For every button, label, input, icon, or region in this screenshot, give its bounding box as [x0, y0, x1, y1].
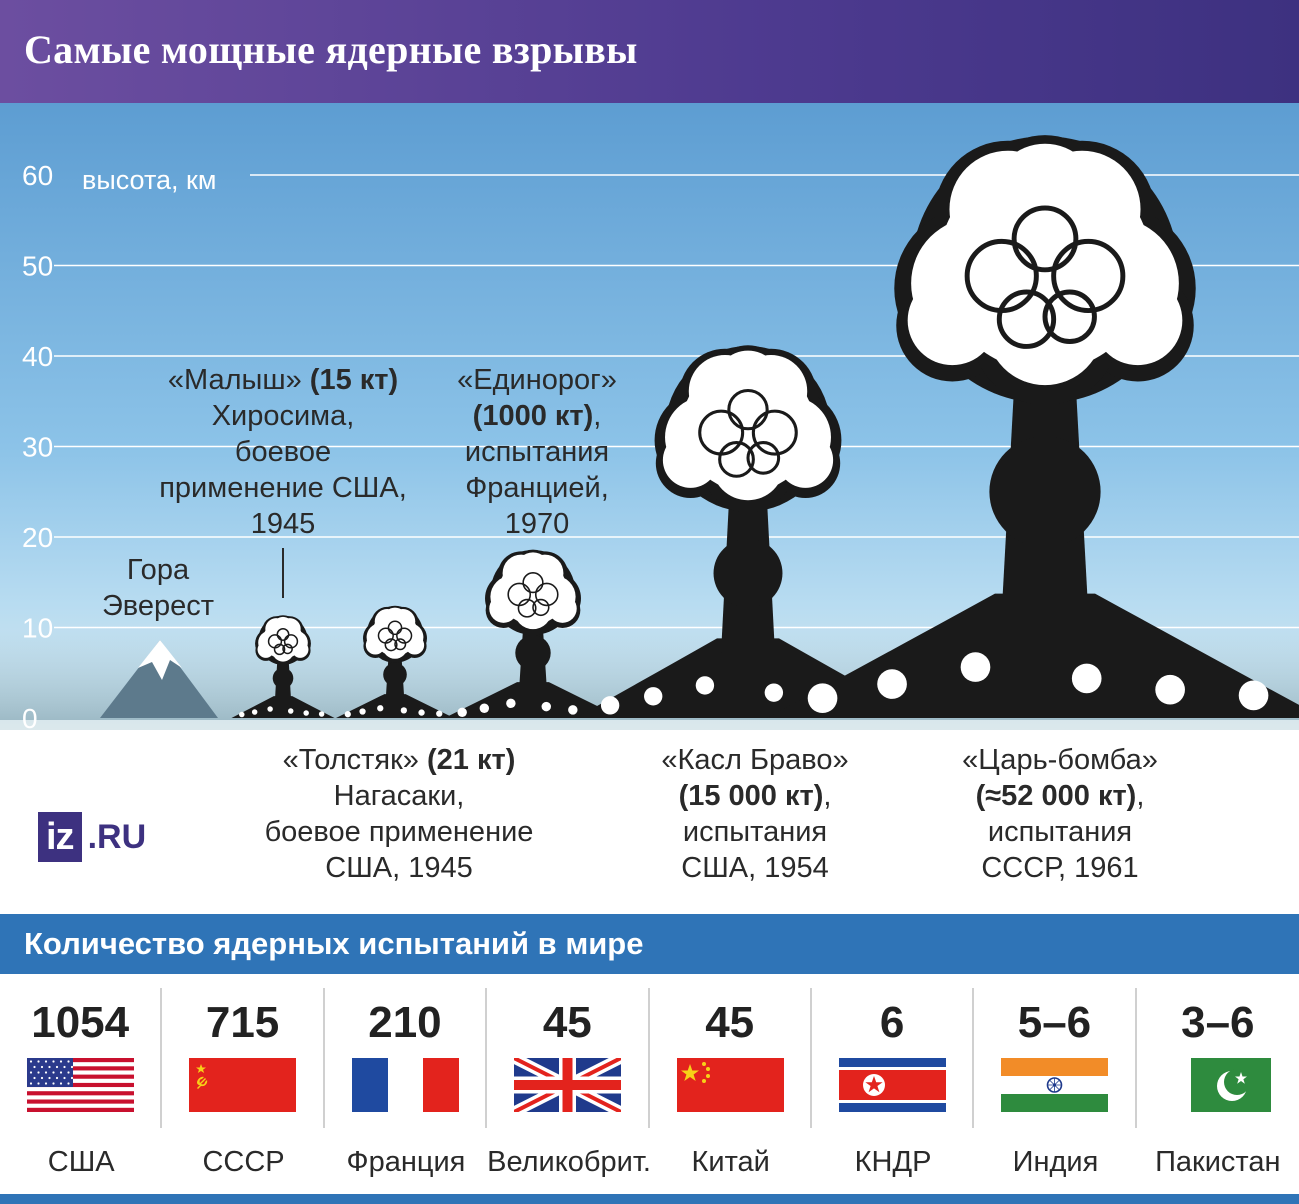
malysh-name: «Малыш»: [167, 364, 310, 396]
test-count: 45: [542, 998, 592, 1047]
tsar-caption: «Царь-бомба» (≈52 000 кт), испытания ССС…: [935, 742, 1185, 886]
malysh-caption-line: применение США,: [159, 472, 407, 504]
tolstyak-cloud: [335, 605, 455, 718]
y-tick-label: 30: [22, 432, 53, 463]
tsar-yield: (≈52 000 кт): [975, 780, 1137, 812]
tests-title: Количество ядерных испытаний в мире: [24, 926, 644, 961]
country-label: Франция: [346, 1146, 466, 1178]
logo-iz: iz: [38, 812, 82, 862]
edinorog-caption-line: 1970: [504, 508, 570, 540]
tolstyak-caption-line: США, 1945: [325, 852, 473, 884]
test-count: 3–6: [1181, 998, 1255, 1047]
tolstyak-caption-line: боевое применение: [264, 816, 534, 848]
y-tick-label: 40: [22, 341, 53, 372]
malysh-caption-line: 1945: [250, 508, 316, 540]
edinorog-name: «Единорог»: [457, 364, 617, 396]
test-cell: 45: [650, 988, 812, 1128]
kasl-caption-line: испытания: [682, 816, 828, 848]
edinorog-caption-line: Францией,: [465, 472, 609, 504]
tolstyak-yield: (21 кт): [427, 744, 516, 776]
country-label: Великобрит.: [487, 1146, 651, 1178]
tolstyak-caption: «Толстяк» (21 кт) Нагасаки, боевое приме…: [240, 742, 558, 886]
everest-caption-line: Эверест: [101, 590, 215, 622]
france-flag: [351, 1058, 459, 1112]
test-cell: 6: [812, 988, 975, 1128]
country-label: Пакистан: [1155, 1146, 1281, 1178]
test-cell: 5–6: [974, 988, 1137, 1128]
country-label: КНДР: [854, 1146, 932, 1178]
country-label: Китай: [691, 1146, 770, 1178]
iz-ru-logo[interactable]: iz .RU: [38, 812, 146, 862]
uk-flag: [514, 1058, 622, 1112]
test-count: 6: [879, 998, 905, 1047]
tests-header: Количество ядерных испытаний в мире: [0, 914, 1299, 974]
y-tick-label: 0: [22, 703, 38, 730]
malysh-caption-line: боевое: [234, 436, 332, 468]
kasl-caption-line: США, 1954: [681, 852, 829, 884]
test-count: 210: [368, 998, 442, 1047]
country-label: СССР: [202, 1146, 285, 1178]
logo-ru: .RU: [87, 817, 147, 856]
tsar-comma: ,: [1136, 780, 1145, 812]
tests-table: 1054 715 210: [0, 988, 1299, 1128]
y-axis-label: высота, км: [82, 165, 216, 195]
dprk-flag: [838, 1058, 946, 1112]
y-tick-labels: 0 10 20 30 40 50 60: [22, 160, 53, 730]
pakistan-flag: [1163, 1058, 1271, 1112]
malysh-caption: «Малыш» (15 кт) Хиросима, боевое примене…: [128, 362, 438, 542]
tsar-bomba-cloud: [766, 135, 1299, 718]
test-cell: 1054: [0, 988, 163, 1128]
india-flag: [1001, 1058, 1109, 1112]
header: Самые мощные ядерные взрывы: [0, 0, 1299, 103]
kasl-name: «Касл Браво»: [661, 744, 849, 776]
kasl-comma: ,: [823, 780, 832, 812]
malysh-caption-line: Хиросима,: [211, 400, 355, 432]
chart-area: 0 10 20 30 40 50 60 высота, км: [0, 103, 1299, 730]
malysh-cloud: [231, 615, 335, 718]
tolstyak-caption-line: Нагасаки,: [333, 780, 465, 812]
tsar-caption-line: СССР, 1961: [981, 852, 1139, 884]
ussr-flag: [189, 1058, 297, 1112]
malysh-yield: (15 кт): [309, 364, 399, 396]
y-tick-label: 10: [22, 613, 53, 644]
country-label: США: [47, 1146, 115, 1178]
everest-mountain: [100, 640, 218, 718]
edinorog-comma: ,: [593, 400, 602, 432]
tsar-name: «Царь-бомба»: [962, 744, 1158, 776]
test-cell: 210: [325, 988, 488, 1128]
test-cell: 45: [487, 988, 650, 1128]
kasl-yield: (15 000 кт): [678, 780, 824, 812]
china-flag: [676, 1058, 784, 1112]
everest-caption-line: Гора: [126, 554, 190, 586]
tsar-caption-line: испытания: [987, 816, 1133, 848]
edinorog-caption-line: испытания: [464, 436, 610, 468]
usa-flag: [27, 1058, 134, 1112]
tolstyak-name: «Толстяк»: [282, 744, 427, 776]
edinorog-yield: (1000 кт): [472, 400, 594, 432]
y-tick-label: 20: [22, 522, 53, 553]
test-count: 1054: [31, 998, 130, 1047]
test-count: 715: [205, 998, 280, 1047]
edinorog-cloud: [444, 549, 622, 718]
test-count: 45: [705, 998, 755, 1047]
kasl-caption: «Касл Браво» (15 000 кт), испытания США,…: [630, 742, 880, 886]
test-cell: 3–6: [1137, 988, 1299, 1128]
everest-caption: Гора Эверест: [92, 552, 224, 624]
page-title: Самые мощные ядерные взрывы: [24, 27, 638, 72]
y-tick-label: 60: [22, 160, 53, 191]
footer-line: [0, 1194, 1299, 1204]
country-label: Индия: [1012, 1146, 1099, 1178]
test-count: 5–6: [1017, 998, 1092, 1047]
edinorog-caption: «Единорог» (1000 кт), испытания Францией…: [434, 362, 640, 542]
test-cell: 715: [162, 988, 325, 1128]
mushroom-clouds: [231, 135, 1299, 718]
y-tick-label: 50: [22, 251, 53, 282]
